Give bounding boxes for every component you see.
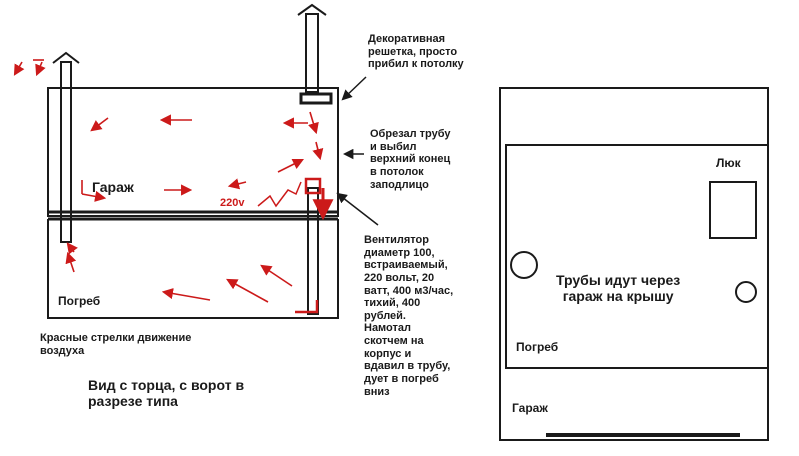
pipe-annotation: Обрезал трубу и выбил верхний конец в по… xyxy=(370,128,451,191)
garage-outline xyxy=(47,87,339,217)
hatch-label: Люк xyxy=(716,156,741,170)
grille-callout-arrow xyxy=(341,76,367,101)
airflow-arrow xyxy=(161,288,211,301)
room-label-garage: Гараж xyxy=(92,179,134,195)
airflow-arrow xyxy=(260,264,293,287)
supply-pipe-lower xyxy=(307,187,319,315)
decorative-grille xyxy=(299,92,333,105)
airflow-arrow xyxy=(66,242,78,255)
plan-view xyxy=(499,87,769,441)
end-section-view xyxy=(47,3,339,319)
airflow-arrow xyxy=(308,111,319,135)
supply-pipe-outlet xyxy=(295,300,319,314)
hatch-opening xyxy=(709,181,757,239)
exhaust-pipe xyxy=(60,61,72,243)
fan-wire xyxy=(257,181,302,208)
garage-plan-outline xyxy=(499,87,769,441)
view-caption: Вид с торца, с ворот в разрезе типа xyxy=(88,377,245,410)
airflow-arrow xyxy=(90,117,109,132)
pipe-hole-small xyxy=(735,281,757,303)
callout-arrows xyxy=(336,76,379,226)
pipes-annotation: Трубы идут через гараж на крышу xyxy=(556,272,681,305)
airflow-arrow xyxy=(13,61,25,76)
supply-pipe-cap xyxy=(297,3,327,16)
plan-cellar-label: Погреб xyxy=(516,340,559,354)
cellar-walls xyxy=(47,219,339,319)
plan-garage-label: Гараж xyxy=(512,401,548,415)
airflow-arrow xyxy=(312,141,324,161)
airflow-arrow xyxy=(35,61,46,77)
fan xyxy=(304,177,322,195)
supply-pipe-upper xyxy=(305,13,319,93)
airflow-arrow xyxy=(277,158,305,173)
exhaust-pipe-cap xyxy=(52,51,80,64)
grille-annotation: Декоративная решетка, просто прибил к по… xyxy=(368,33,464,71)
airflow-arrow xyxy=(81,190,107,202)
fan-annotation: Вентилятор диаметр 100, встраиваемый, 22… xyxy=(364,234,454,398)
cellar-plan-outline xyxy=(505,144,769,369)
airflow-arrows xyxy=(13,59,334,303)
voltage-label: 220v xyxy=(220,197,245,209)
pipe-hole-large xyxy=(510,251,538,279)
fan-callout-arrow xyxy=(336,192,379,226)
room-label-cellar: Погреб xyxy=(58,294,101,308)
airflow-arrow xyxy=(226,278,269,303)
legend-airflow: Красные стрелки движение воздуха xyxy=(40,332,192,357)
airflow-arrow xyxy=(227,178,247,190)
airflow-arrow xyxy=(65,251,77,273)
